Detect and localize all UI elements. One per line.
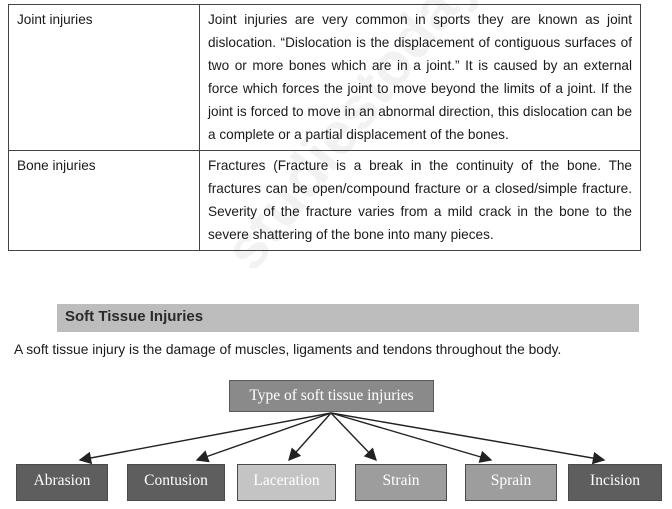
connector-arrow	[195, 412, 332, 463]
injury-type-cell: Bone injuries	[8, 150, 200, 251]
diagram-node-laceration: Laceration	[237, 464, 336, 501]
injury-description-cell: Joint injuries are very common in sports…	[199, 4, 641, 151]
section-heading: Soft Tissue Injuries	[65, 308, 204, 325]
diagram-node-incision: Incision	[568, 464, 662, 501]
connector-arrow	[330, 412, 606, 465]
intro-paragraph: A soft tissue injury is the damage of mu…	[14, 342, 562, 357]
diagram-node-sprain: Sprain	[465, 464, 557, 501]
connector-arrow	[330, 412, 493, 463]
diagram-node-strain: Strain	[355, 464, 447, 501]
injury-type-cell: Joint injuries	[8, 4, 200, 151]
section-heading-band: Soft Tissue Injuries	[57, 304, 639, 332]
diagram-node-abrasion: Abrasion	[16, 464, 108, 501]
table-row: Joint injuries Joint injuries are very c…	[8, 4, 641, 151]
diagram-node-contusion: Contusion	[127, 464, 225, 501]
connector-arrow	[330, 412, 377, 462]
diagram-root-box: Type of soft tissue injuries	[229, 380, 434, 412]
injury-types-table: Joint injuries Joint injuries are very c…	[8, 4, 641, 251]
injury-description-cell: Fractures (Fracture is a break in the co…	[199, 150, 641, 251]
table-row: Bone injuries Fractures (Fracture is a b…	[8, 150, 641, 251]
connector-arrow	[78, 412, 332, 465]
connector-arrow	[288, 412, 332, 462]
